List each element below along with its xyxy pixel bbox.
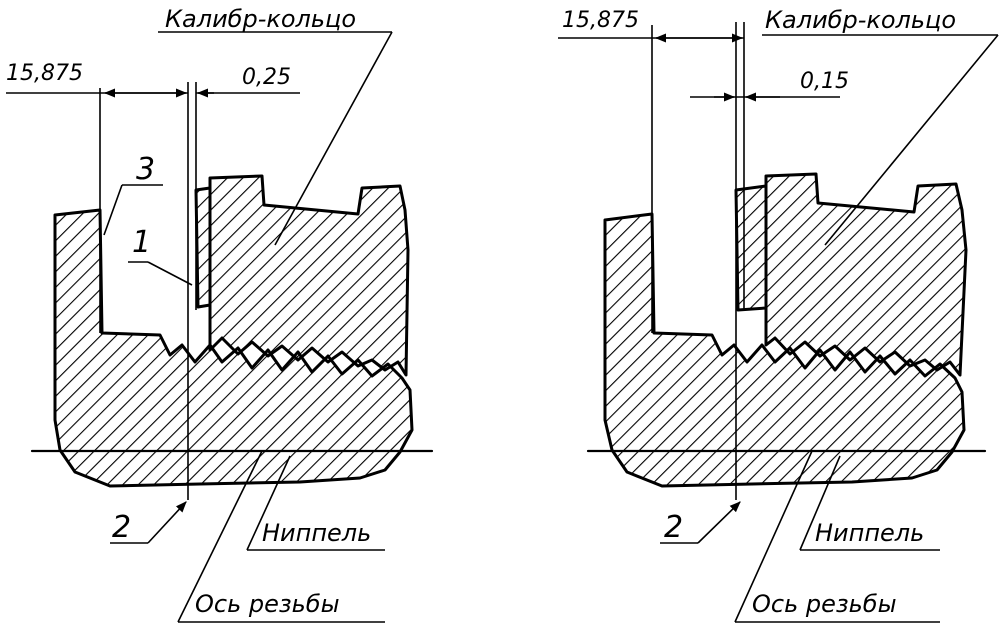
left-spacer-strip xyxy=(194,186,212,309)
left-marker-3: 3 xyxy=(136,152,155,187)
right-ring-label: Калибр-кольцо xyxy=(765,6,956,34)
right-spacer-strip xyxy=(734,184,768,312)
left-marker-2: 2 xyxy=(112,510,131,545)
left-axis-label: Ось резьбы xyxy=(195,590,340,618)
left-dim-gap: 0,25 xyxy=(242,65,291,90)
left-ring-gauge-body xyxy=(208,174,410,377)
left-ring-label: Калибр-кольцо xyxy=(165,5,356,33)
right-marker-2: 2 xyxy=(664,510,683,545)
left-view: 15,875 0,25 Калибр-кольцо 3 1 2 Ниппель … xyxy=(6,5,434,623)
right-dim-main: 15,875 xyxy=(562,8,639,33)
right-dim-gap: 0,15 xyxy=(800,69,849,94)
right-axis-label: Ось резьбы xyxy=(752,590,897,618)
left-dim-main: 15,875 xyxy=(6,61,83,86)
left-marker-1: 1 xyxy=(132,225,151,260)
left-nipple-label: Ниппель xyxy=(262,519,371,547)
right-ring-gauge-body xyxy=(764,172,968,377)
right-view: 15,875 0,15 Калибр-кольцо 2 Ниппель Ось … xyxy=(558,6,999,623)
right-nipple-label: Ниппель xyxy=(815,519,924,547)
right-nipple-body xyxy=(603,212,966,488)
left-nipple-body xyxy=(53,208,414,488)
